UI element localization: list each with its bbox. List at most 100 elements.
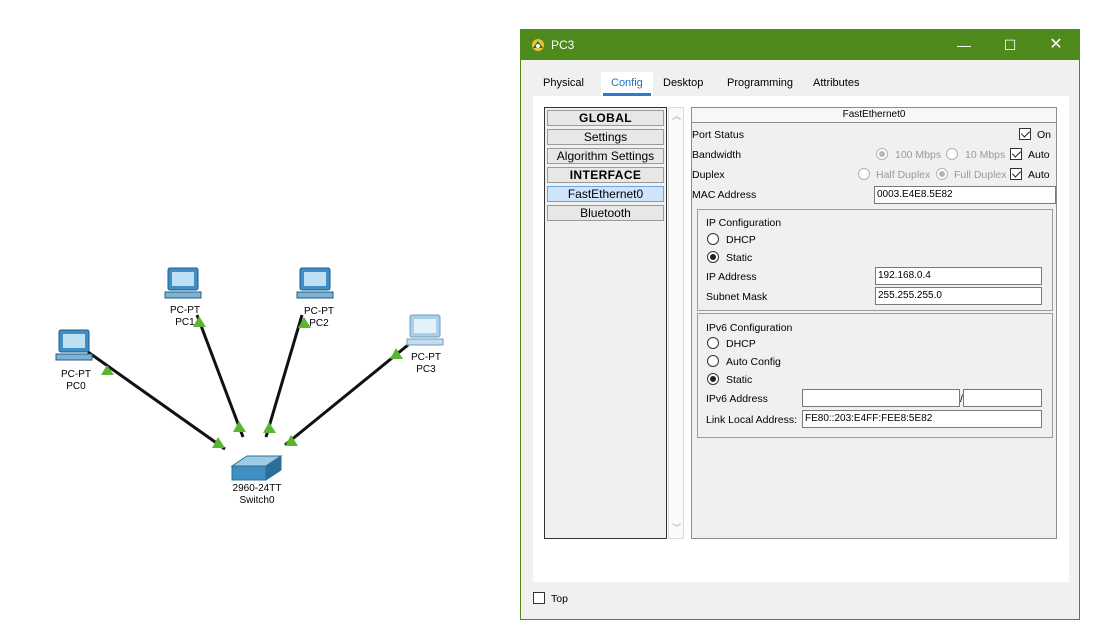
- pc0-name: PC0: [66, 381, 86, 392]
- pc2-icon: [296, 267, 334, 299]
- ipv6-static-label: Static: [726, 374, 753, 386]
- maximize-button[interactable]: ☐: [1003, 37, 1017, 53]
- pc3-type: PC-PT: [411, 352, 441, 363]
- bandwidth-100-label: 100 Mbps: [895, 149, 942, 161]
- window-titlebar[interactable]: PC3 — ☐ ✕: [521, 30, 1079, 60]
- ip-address-field[interactable]: 192.168.0.4: [875, 267, 1042, 285]
- config-section-list: GLOBAL Settings Algorithm Settings INTER…: [544, 107, 667, 539]
- config-content: GLOBAL Settings Algorithm Settings INTER…: [533, 96, 1069, 582]
- ipv6-config-title: IPv6 Configuration: [706, 322, 793, 334]
- tab-config[interactable]: Config: [601, 72, 653, 96]
- ip-config-group: IP Configuration DHCP Static IP Address …: [697, 209, 1053, 311]
- list-item-settings[interactable]: Settings: [547, 129, 664, 145]
- ipv6-prefix-separator: /: [960, 393, 963, 405]
- pc0-label[interactable]: PC-PT PC0: [36, 369, 116, 393]
- switch0-type: 2960-24TT: [232, 483, 282, 494]
- top-checkbox[interactable]: [533, 592, 545, 604]
- bandwidth-10-label: 10 Mbps: [965, 149, 1006, 161]
- ipv6-dhcp-label: DHCP: [726, 338, 756, 350]
- link-status-up-icon: [263, 422, 276, 433]
- top-checkbox-label: Top: [551, 593, 568, 605]
- scroll-up-icon[interactable]: ︿: [672, 111, 682, 121]
- subnet-mask-field[interactable]: 255.255.255.0: [875, 287, 1042, 305]
- link-local-address-label: Link Local Address:: [706, 414, 798, 426]
- duplex-full-radio[interactable]: [936, 168, 948, 180]
- tab-desktop[interactable]: Desktop: [653, 72, 714, 96]
- switch-icon: [230, 455, 283, 481]
- link-status-up-icon: [390, 348, 403, 359]
- link-status-up-icon: [101, 365, 114, 375]
- ip-config-title: IP Configuration: [706, 217, 782, 229]
- packet-tracer-icon: [532, 39, 544, 51]
- duplex-full-label: Full Duplex: [954, 169, 1007, 181]
- ipv6-dhcp-radio[interactable]: [707, 337, 719, 349]
- bandwidth-auto-label: Auto: [1028, 149, 1050, 161]
- window-title: PC3: [551, 38, 575, 52]
- list-scrollbar[interactable]: ︿ ﹀: [668, 107, 684, 539]
- ip-static-radio[interactable]: [707, 251, 719, 263]
- switch0-name: Switch0: [239, 495, 275, 506]
- topology-canvas[interactable]: PC-PT PC0 PC-PT PC1 PC-PT PC2 PC-PT PC3 …: [0, 0, 520, 636]
- port-status-label: Port Status: [692, 129, 744, 141]
- bandwidth-label: Bandwidth: [692, 149, 742, 161]
- ip-static-label: Static: [726, 252, 753, 264]
- ipv6-prefix-field[interactable]: [963, 389, 1042, 407]
- ip-address-label: IP Address: [706, 271, 757, 283]
- ipv6-address-field[interactable]: [802, 389, 960, 407]
- bandwidth-10-radio[interactable]: [946, 148, 958, 160]
- link-status-up-icon: [212, 437, 225, 448]
- tab-programming[interactable]: Programming: [717, 72, 804, 96]
- pc3-name: PC3: [416, 364, 436, 375]
- pc1-name: PC1: [175, 317, 195, 328]
- ip-dhcp-radio[interactable]: [707, 233, 719, 245]
- duplex-auto-checkbox[interactable]: [1010, 168, 1022, 180]
- link-status-up-icon: [233, 421, 246, 432]
- tab-attributes[interactable]: Attributes: [803, 72, 870, 96]
- ipv6-address-label: IPv6 Address: [706, 393, 768, 405]
- link-status-up-icon: [298, 317, 311, 328]
- subnet-mask-label: Subnet Mask: [706, 291, 768, 303]
- tab-physical[interactable]: Physical: [533, 72, 594, 96]
- list-item-fastethernet0[interactable]: FastEthernet0: [547, 186, 664, 202]
- pc0-type: PC-PT: [61, 369, 91, 380]
- pc1-icon: [164, 267, 202, 299]
- ipv6-auto-config-radio[interactable]: [707, 355, 719, 367]
- list-item-algorithm-settings[interactable]: Algorithm Settings: [547, 148, 664, 164]
- device-window: PC3 — ☐ ✕ Physical Config Desktop Progra…: [520, 29, 1080, 620]
- duplex-label: Duplex: [692, 169, 725, 181]
- ipv6-static-radio[interactable]: [707, 373, 719, 385]
- minimize-button[interactable]: —: [957, 37, 971, 53]
- link-pc0-switch: [87, 350, 226, 451]
- duplex-half-label: Half Duplex: [876, 169, 931, 181]
- panel-header: FastEthernet0: [692, 108, 1056, 123]
- pc2-name: PC2: [309, 318, 329, 329]
- port-status-on-label: On: [1037, 129, 1052, 141]
- topology-links: [55, 267, 444, 481]
- bandwidth-100-radio[interactable]: [876, 148, 888, 160]
- scroll-down-icon[interactable]: ﹀: [672, 523, 682, 533]
- mac-address-field[interactable]: 0003.E4E8.5E82: [874, 186, 1056, 204]
- port-status-checkbox[interactable]: [1019, 128, 1031, 140]
- bandwidth-auto-checkbox[interactable]: [1010, 148, 1022, 160]
- link-local-address-field[interactable]: FE80::203:E4FF:FEE8:5E82: [802, 410, 1042, 428]
- pc1-label[interactable]: PC-PT PC1: [145, 305, 225, 329]
- list-item-bluetooth[interactable]: Bluetooth: [547, 205, 664, 221]
- link-status-up-icon: [193, 316, 206, 327]
- list-header-global[interactable]: GLOBAL: [547, 110, 664, 126]
- pc2-type: PC-PT: [304, 306, 334, 317]
- ip-dhcp-label: DHCP: [726, 234, 756, 246]
- duplex-half-radio[interactable]: [858, 168, 870, 180]
- ipv6-config-group: IPv6 Configuration DHCP Auto Config Stat…: [697, 313, 1053, 438]
- ipv6-auto-config-label: Auto Config: [726, 356, 781, 368]
- link-pc3-switch: [284, 343, 409, 447]
- pc2-label[interactable]: PC-PT PC2: [279, 306, 359, 330]
- link-status-up-icon: [285, 435, 298, 446]
- pc1-type: PC-PT: [170, 305, 200, 316]
- close-button[interactable]: ✕: [1049, 36, 1063, 53]
- list-header-interface[interactable]: INTERFACE: [547, 167, 664, 183]
- switch0-label[interactable]: 2960-24TT Switch0: [217, 483, 297, 507]
- pc0-icon: [55, 329, 93, 361]
- link-pc2-switch: [264, 314, 304, 438]
- duplex-auto-label: Auto: [1028, 169, 1050, 181]
- pc3-label[interactable]: PC-PT PC3: [386, 352, 466, 376]
